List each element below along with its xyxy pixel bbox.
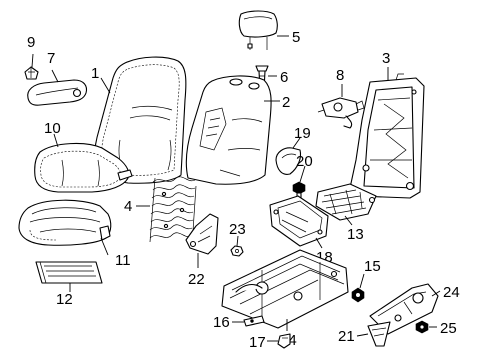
leader-13 bbox=[344, 215, 353, 226]
leader-1 bbox=[100, 77, 111, 94]
leader-20 bbox=[299, 165, 306, 183]
part-16-bracket bbox=[243, 315, 265, 327]
callout-21: 21 bbox=[338, 328, 355, 345]
part-20-bolt bbox=[292, 181, 306, 199]
callout-16: 16 bbox=[213, 314, 230, 331]
part-8-lumbar-adjuster bbox=[317, 97, 365, 129]
callout-11: 11 bbox=[115, 252, 131, 269]
part-22-bracket bbox=[185, 213, 219, 255]
callout-15: 15 bbox=[364, 258, 381, 275]
leader-18 bbox=[315, 237, 323, 249]
part-1-seat-back-cover bbox=[93, 56, 187, 184]
part-19-trim-cover bbox=[275, 147, 302, 175]
callout-7: 7 bbox=[47, 50, 55, 67]
callout-5: 5 bbox=[292, 29, 300, 46]
part-25-screw bbox=[415, 320, 429, 334]
part-4-spring-mat bbox=[149, 176, 197, 247]
callout-10: 10 bbox=[44, 120, 61, 137]
leader-9 bbox=[31, 53, 34, 68]
part-12-insulator-sheet bbox=[35, 261, 103, 284]
part-21-trim-piece bbox=[367, 321, 391, 347]
callout-13: 13 bbox=[347, 226, 364, 243]
part-5-headrest bbox=[238, 10, 278, 50]
part-13-suspension bbox=[315, 183, 377, 221]
part-2-seat-back-pad bbox=[185, 75, 272, 185]
part-10-cushion-cover bbox=[34, 142, 133, 193]
callout-9: 9 bbox=[27, 34, 35, 51]
part-14-seat-track bbox=[221, 249, 349, 329]
callout-4: 4 bbox=[124, 198, 132, 215]
leader-24 bbox=[431, 290, 441, 297]
leader-15 bbox=[359, 273, 365, 289]
callout-8: 8 bbox=[336, 67, 344, 84]
part-23-nut bbox=[230, 245, 244, 257]
part-9-clip bbox=[24, 66, 39, 80]
leader-23 bbox=[236, 235, 239, 247]
leader-10 bbox=[53, 133, 59, 148]
callout-12: 12 bbox=[56, 291, 73, 308]
part-15-bolt bbox=[351, 287, 365, 303]
callout-25: 25 bbox=[440, 320, 457, 337]
part-7-armrest bbox=[27, 79, 88, 106]
callout-2: 2 bbox=[282, 94, 290, 111]
leader-7 bbox=[51, 69, 59, 83]
part-11-cushion-pad bbox=[18, 199, 112, 246]
part-3-seat-back-frame bbox=[349, 73, 425, 199]
callout-22: 22 bbox=[188, 271, 205, 288]
part-18-seat-pan bbox=[269, 195, 329, 247]
callout-19: 19 bbox=[294, 125, 311, 142]
leader-11 bbox=[100, 237, 109, 256]
callout-6: 6 bbox=[280, 69, 288, 86]
callout-23: 23 bbox=[229, 221, 246, 238]
leader-19 bbox=[292, 137, 301, 149]
callout-1: 1 bbox=[91, 65, 99, 82]
part-17-clip bbox=[277, 333, 291, 349]
leader-21 bbox=[356, 333, 369, 337]
callout-20: 20 bbox=[296, 153, 313, 170]
part-24-side-shield bbox=[369, 283, 439, 335]
callout-17: 17 bbox=[249, 334, 266, 351]
callout-24: 24 bbox=[443, 284, 460, 301]
callout-3: 3 bbox=[382, 50, 390, 67]
